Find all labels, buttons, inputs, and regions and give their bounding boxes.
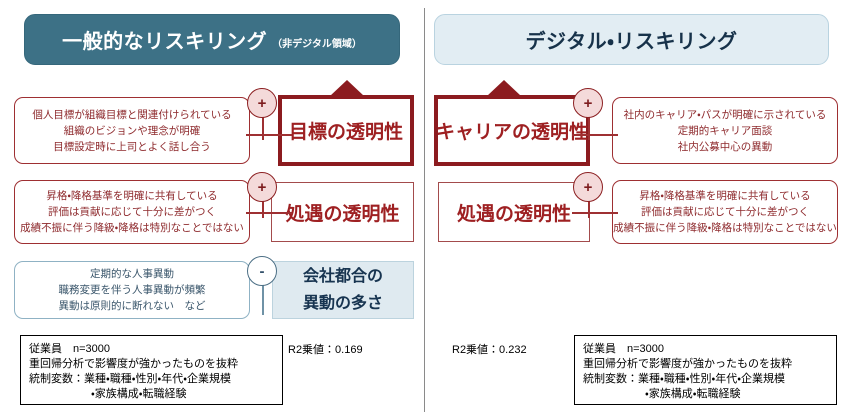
detail-line: 定期的な人事異動 [90, 268, 174, 280]
connector-left-row1-vertical [262, 100, 264, 140]
panel-digital-reskilling: デジタル・リスキリング キャリアの透明性 社内のキャリア・パスが明確に示されてい… [426, 0, 846, 420]
sign-glyph: + [257, 94, 267, 112]
detail-line: 社内公募中心の異動 [677, 140, 773, 153]
connector-right-row1 [572, 134, 618, 136]
detail-line: 昇格・降格基準を明確に共有している [639, 190, 811, 202]
factor-label: 処遇の透明性 [456, 203, 571, 225]
factor-box-right-career-transparency: キャリアの透明性 [434, 95, 590, 166]
factor-box-left-treatment-transparency: 処遇の透明性 [271, 182, 414, 242]
detail-line: 評価は貢献に応じて十分に差がつく [48, 206, 216, 218]
r2-value-right: R2乗値：0.232 [452, 344, 527, 356]
connector-right-row2 [572, 212, 618, 214]
sign-badge-plus-left-row1: + [247, 88, 277, 118]
up-arrow-icon-right-row1 [487, 80, 521, 96]
detail-box-left-row1: 個人目標が組織目標と関連付けられている 組織のビジョンや理念が明確 目標設定時に… [14, 97, 250, 164]
connector-left-row3-vertical [262, 283, 264, 315]
right-banner-title: デジタル・リスキリング [525, 31, 738, 53]
left-banner-subtitle: （非デジタル領域） [272, 39, 362, 50]
note-box-left: 従業員 n=3000 重回帰分析で影響度が強かったものを抜粋 統制変数：業種・職… [20, 335, 283, 405]
connector-left-row2 [246, 212, 292, 214]
factor-label: 異動の多さ [302, 295, 383, 312]
factor-box-left-goal-transparency: 目標の透明性 [278, 95, 414, 166]
sign-glyph: + [257, 178, 267, 196]
note-line: 従業員 n=3000 [583, 343, 665, 355]
connector-left-row1 [246, 134, 292, 136]
sign-badge-plus-right-row1: + [573, 88, 603, 118]
factor-box-right-treatment-transparency: 処遇の透明性 [438, 182, 590, 242]
sign-glyph: + [583, 94, 593, 112]
sign-badge-minus-left-row3: - [247, 256, 277, 286]
note-line: 重回帰分析で影響度が強かったものを抜粋 [583, 358, 792, 370]
sign-badge-plus-right-row2: + [573, 172, 603, 202]
factor-label: 会社都合の [302, 268, 383, 285]
note-line: 統制変数：業種・職種・性別・年代・企業規模 [583, 373, 785, 385]
note-line: ・家族構成・転職経験 [645, 388, 741, 400]
panel-divider [424, 8, 425, 412]
sign-glyph: + [583, 178, 593, 196]
panel-general-reskilling: 一般的なリスキリング （非デジタル領域） 個人目標が組織目標と関連付けられている… [14, 14, 414, 405]
detail-line: 昇格・降格基準を明確に共有している [46, 190, 218, 202]
detail-line: 評価は貢献に応じて十分に差がつく [641, 206, 809, 218]
factor-label: 処遇の透明性 [285, 203, 400, 225]
detail-line: 異動は原則的に断れない など [58, 300, 206, 312]
note-line: 統制変数：業種・職種・性別・年代・企業規模 [29, 373, 231, 385]
factor-label: キャリアの透明性 [436, 122, 589, 143]
detail-line: 成績不振に伴う降級・降格は特別なことではない [613, 222, 837, 234]
detail-box-right-row1: 社内のキャリア・パスが明確に示されている 定期的キャリア面談 社内公募中心の異動 [612, 97, 838, 164]
detail-line: 職務変更を伴う人事異動が頻繁 [58, 284, 206, 296]
left-banner-title: 一般的なリスキリング [62, 31, 268, 53]
connector-right-row1-vertical [588, 100, 590, 140]
detail-box-left-row3: 定期的な人事異動 職務変更を伴う人事異動が頻繁 異動は原則的に断れない など [14, 261, 250, 319]
factor-label: 目標の透明性 [288, 122, 403, 143]
detail-box-right-row2: 昇格・降格基準を明確に共有している 評価は貢献に応じて十分に差がつく 成績不振に… [612, 180, 838, 244]
detail-line: 目標設定時に上司とよく話し合う [53, 140, 211, 153]
detail-line: 成績不振に伴う降級・降格は特別なことではない [20, 222, 244, 234]
factor-box-left-company-transfers: 会社都合の 異動の多さ [272, 261, 414, 319]
right-panel-header-banner: デジタル・リスキリング [434, 14, 829, 65]
sign-badge-plus-left-row2: + [247, 172, 277, 202]
detail-line: 個人目標が組織目標と関連付けられている [32, 108, 232, 121]
detail-line: 社内のキャリア・パスが明確に示されている [623, 108, 827, 121]
up-arrow-icon-left-row1 [330, 80, 364, 96]
note-box-right: 従業員 n=3000 重回帰分析で影響度が強かったものを抜粋 統制変数：業種・職… [574, 335, 837, 405]
detail-box-left-row2: 昇格・降格基準を明確に共有している 評価は貢献に応じて十分に差がつく 成績不振に… [14, 180, 250, 244]
note-line: ・家族構成・転職経験 [91, 388, 187, 400]
r2-value-left: R2乗値：0.169 [288, 344, 363, 356]
detail-line: 定期的キャリア面談 [677, 124, 773, 137]
detail-line: 組織のビジョンや理念が明確 [63, 124, 201, 137]
sign-glyph: - [259, 262, 265, 280]
left-panel-header-banner: 一般的なリスキリング （非デジタル領域） [24, 14, 400, 65]
note-line: 重回帰分析で影響度が強かったものを抜粋 [29, 358, 238, 370]
note-line: 従業員 n=3000 [29, 343, 111, 355]
